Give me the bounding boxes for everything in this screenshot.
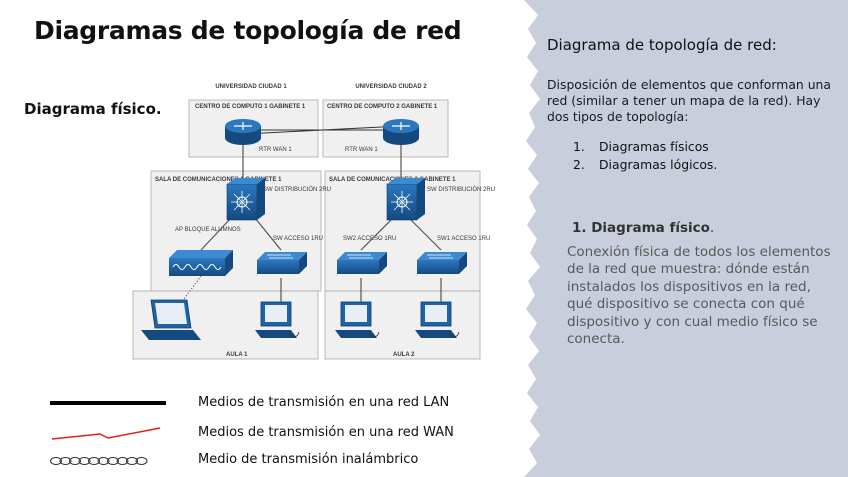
legend-label: Medios de transmisión en una red LAN	[198, 395, 450, 410]
legend-row-wan: Medios de transmisión en una red WAN	[48, 425, 498, 447]
diagram-subtitle: Diagrama físico.	[24, 100, 162, 118]
slide-title: Diagramas de topología de red	[34, 16, 462, 45]
chain-link	[135, 457, 148, 465]
router-icon	[225, 119, 261, 145]
section-body: Conexión física de todos los elementos d…	[567, 244, 831, 348]
swa3-label: SW1 ACCESO 1RU	[437, 236, 490, 242]
swd1-label: SW DISTRIBUCIÓN 2RU	[263, 186, 331, 193]
distribution-switch-icon	[226, 178, 265, 221]
topology-types-list: 1. Diagramas físicos 2. Diagramas lógicos.	[573, 138, 717, 174]
swa1-label: SW ACCESO 1RU	[273, 236, 323, 242]
sala1-label: SALA DE COMUNICACIONES 1 GABINETE 1	[155, 177, 282, 183]
chain-link	[107, 457, 119, 465]
network-topology-diagram: UNIVERSIDAD CIUDAD 1 UNIVERSIDAD CIUDAD …	[132, 84, 495, 360]
lan-line-icon	[50, 401, 166, 405]
legend-label: Medio de transmisión inalámbrico	[198, 452, 419, 467]
ap-label: AP BLOQUE ALUMNOS	[175, 227, 241, 233]
cc2-label: CENTRO DE COMPUTO 2 GABINETE 1	[327, 104, 438, 110]
wireless-chain-icon	[50, 457, 148, 465]
laptop-icon	[141, 299, 201, 340]
aula2-label: AULA 2	[393, 352, 415, 358]
univ2-label: UNIVERSIDAD CIUDAD 2	[355, 84, 427, 90]
chain-link	[116, 457, 129, 465]
list-item-number: 2.	[573, 157, 585, 172]
list-item: 1. Diagramas físicos	[573, 138, 717, 156]
desktop-pc-icon	[335, 301, 380, 338]
aula1-label: AULA 1	[226, 352, 248, 358]
panel-description: Disposición de elementos que conforman u…	[547, 77, 832, 124]
access-point-icon	[169, 250, 233, 276]
legend-label: Medios de transmisión en una red WAN	[198, 425, 454, 440]
list-item: 2. Diagramas lógicos.	[573, 156, 717, 174]
swd2-label: SW DISTRIBUCIÓN 2RU	[427, 186, 495, 193]
chain-link	[59, 457, 72, 465]
chain-link	[126, 457, 138, 465]
router-icon	[383, 119, 419, 145]
list-item-number: 1.	[573, 139, 585, 154]
legend-row-wireless: Medio de transmisión inalámbrico	[48, 452, 498, 474]
wan-zigzag-icon	[51, 427, 161, 440]
swa2-label: SW2 ACCESO 1RU	[343, 236, 396, 242]
panel-heading-text: Diagrama de topología de red	[547, 36, 772, 54]
chain-link	[69, 457, 81, 465]
distribution-switch-icon	[386, 178, 425, 221]
desktop-pc-icon	[415, 301, 460, 338]
access-switch-icon	[257, 252, 307, 274]
list-item-label: Diagramas lógicos.	[599, 157, 718, 172]
desktop-pc-icon	[255, 301, 300, 338]
cc1-label: CENTRO DE COMPUTO 1 GABINETE 1	[195, 104, 306, 110]
univ1-label: UNIVERSIDAD CIUDAD 1	[215, 84, 287, 90]
list-item-label: Diagramas físicos	[599, 139, 709, 154]
legend-row-lan: Medios de transmisión en una red LAN	[48, 395, 498, 417]
access-switch-icon	[337, 252, 387, 274]
access-switch-icon	[417, 252, 467, 274]
rtr2-label: RTR WAN 1	[345, 147, 378, 153]
chain-link	[78, 457, 91, 465]
rtr1-label: RTR WAN 1	[259, 147, 292, 153]
chain-link	[50, 457, 62, 465]
section-heading: 1. Diagrama físico.	[572, 220, 714, 236]
chain-link	[88, 457, 100, 465]
panel-heading: Diagrama de topología de red:	[547, 36, 777, 54]
wan-link	[242, 125, 402, 135]
chain-link	[97, 457, 110, 465]
section-heading-period: .	[709, 220, 715, 236]
panel-heading-colon: :	[771, 36, 777, 54]
section-heading-text: 1. Diagrama físico	[572, 220, 710, 236]
